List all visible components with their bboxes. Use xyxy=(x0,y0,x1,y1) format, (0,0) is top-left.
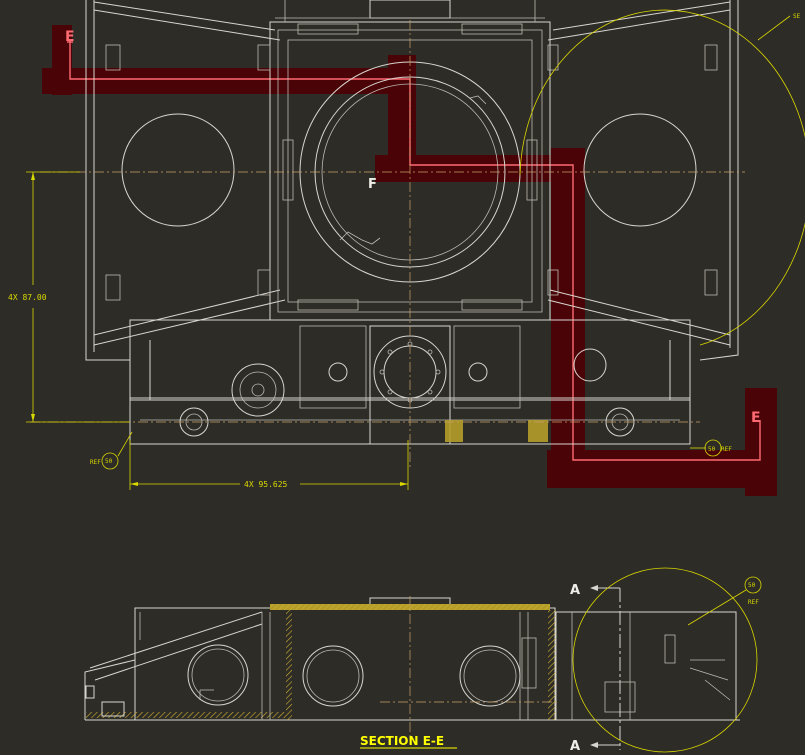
dimension-lines xyxy=(26,9,805,490)
section-mark-a-top: A xyxy=(570,583,580,598)
section-ref-bubble-label: REF xyxy=(748,599,759,606)
cutting-plane-letter-mid: F xyxy=(368,177,377,192)
cutting-plane-letter-right: E xyxy=(751,410,761,426)
ref-bubble-right-value: 50 xyxy=(708,446,716,453)
section-view xyxy=(84,567,762,753)
section-mark-a-bottom: A xyxy=(570,739,580,754)
ref-bubble-left-label: REF xyxy=(90,459,101,466)
vertical-dimension-text: 4X 87.00 xyxy=(8,293,47,302)
cutting-plane-band xyxy=(42,25,777,496)
section-title: SECTION E-E xyxy=(360,734,444,748)
plan-view xyxy=(30,0,745,470)
ref-bubble-right-label: REF xyxy=(721,446,732,453)
ref-bubble-left-value: 50 xyxy=(105,458,113,465)
section-ref-bubble-value: 50 xyxy=(748,582,756,589)
horizontal-dimension-text: 4X 95.625 xyxy=(244,480,288,489)
cutting-plane-letter-left: E xyxy=(65,29,75,45)
top-right-ref-label: SE xyxy=(793,13,801,20)
